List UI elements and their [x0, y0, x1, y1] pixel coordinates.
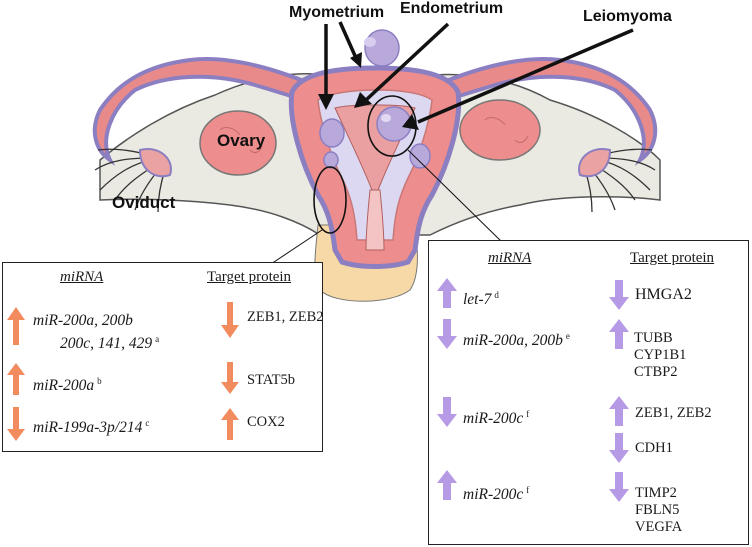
right-mirna-panel	[428, 240, 749, 545]
right-row2-mirna-down-arrow	[437, 319, 457, 349]
label-myometrium: Myometrium	[289, 4, 385, 21]
left-row1-mirna-up-arrow	[7, 307, 25, 345]
ovary-right	[459, 99, 541, 161]
label-oviduct: Oviduct	[112, 193, 176, 212]
label-ovary: Ovary	[217, 131, 266, 150]
left-row2-mirna-up-arrow	[7, 363, 25, 395]
right-row2-targets: TUBB CYP1B1 CTBP2	[634, 330, 686, 381]
left-row1-target-down-arrow	[221, 302, 239, 338]
right-mirna-header: miRNA	[488, 250, 532, 266]
left-mirna-header: miRNA	[60, 269, 104, 285]
right-row2-target-1: TUBB	[634, 330, 673, 346]
label-endometrium: Endometrium	[400, 0, 504, 17]
right-row4-target-3: VEGFA	[635, 519, 683, 535]
left-row1-target: ZEB1, ZEB2	[247, 309, 324, 325]
oviduct-right	[427, 57, 658, 166]
right-row1-target: HMGA2	[635, 286, 692, 303]
left-row2-target-down-arrow	[221, 362, 239, 394]
left-row1-mirna: miR-200a, 200b	[33, 312, 133, 329]
left-row3-target-up-arrow	[221, 408, 239, 440]
oviduct-left	[92, 57, 323, 166]
leiomyoma-nodules	[319, 29, 431, 169]
right-row3-target2-down-arrow	[609, 433, 629, 463]
right-row4-target-2: FBLN5	[635, 502, 680, 518]
right-row3-target: ZEB1, ZEB2	[635, 405, 712, 421]
zoom-line-left	[264, 229, 323, 269]
right-target-header: Target protein	[630, 250, 715, 266]
right-row1-target-down-arrow	[609, 280, 629, 310]
right-row3-target2: CDH1	[635, 440, 673, 456]
right-row2-target-up-arrow	[609, 319, 629, 349]
zoom-line-right	[407, 149, 506, 246]
left-target-header: Target protein	[207, 269, 292, 285]
right-row4-target-1: TIMP2	[635, 485, 677, 501]
left-mirna-panel	[2, 262, 323, 452]
label-leiomyoma: Leiomyoma	[583, 8, 672, 25]
right-row2-target-3: CTBP2	[634, 364, 678, 380]
label-arrows	[318, 21, 634, 130]
left-row3-mirna-down-arrow	[7, 407, 25, 441]
right-row4-target-down-arrow	[609, 472, 629, 502]
left-row3-target: COX2	[247, 414, 285, 430]
right-row4-mirna-up-arrow	[437, 470, 457, 500]
right-row2-target-2: CYP1B1	[634, 347, 687, 363]
right-row3-target-up-arrow	[609, 396, 629, 426]
right-row4-targets: TIMP2 FBLN5 VEGFA	[635, 485, 682, 536]
right-row3-mirna-down-arrow	[437, 397, 457, 427]
ovary-left	[199, 110, 277, 176]
left-row2-target: STAT5b	[247, 372, 295, 388]
zoom-circle-myometrium	[313, 166, 347, 234]
right-row1-mirna-up-arrow	[437, 278, 457, 308]
